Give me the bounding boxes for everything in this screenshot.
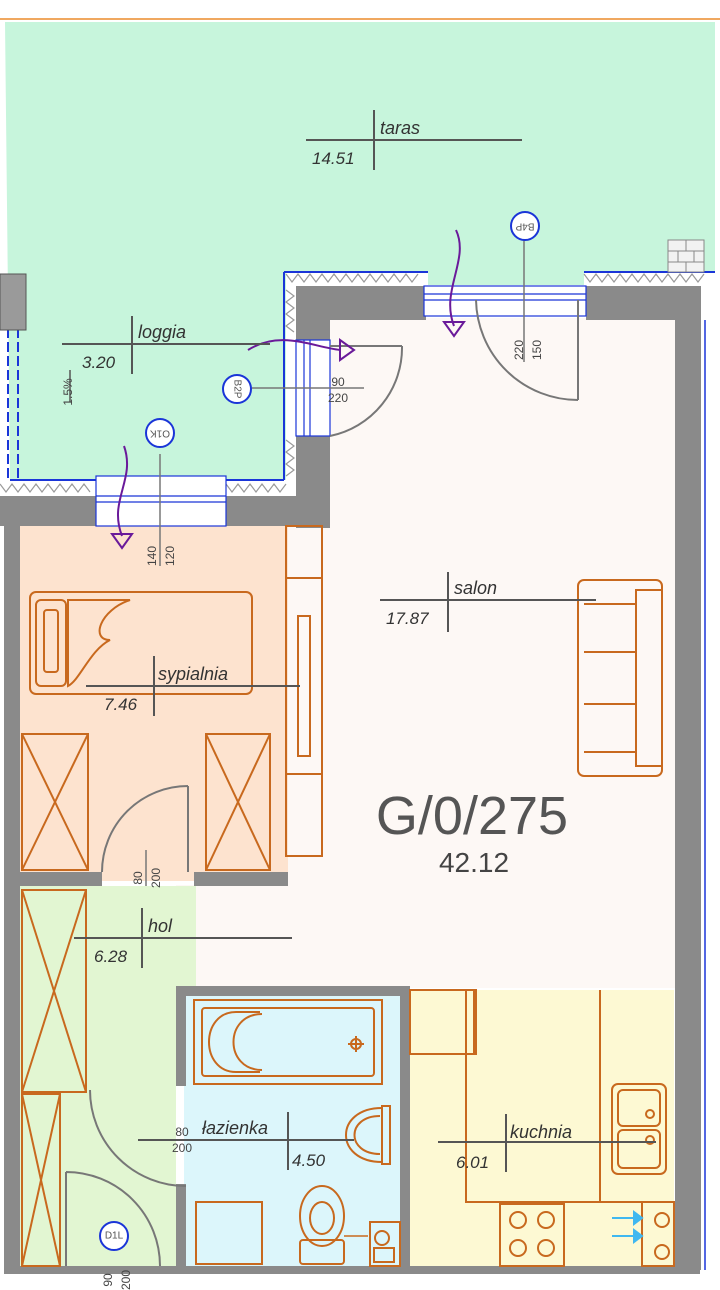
wall-bath-left-bottom bbox=[176, 1184, 186, 1270]
wall-bath-kitchen bbox=[400, 986, 410, 1270]
room-name-hol: hol bbox=[148, 916, 173, 936]
cooktop bbox=[499, 1203, 565, 1267]
room-name-sypialnia: sypialnia bbox=[158, 664, 228, 684]
arrow-sypialnia bbox=[117, 445, 129, 537]
wall-top-salon-b bbox=[586, 286, 701, 320]
walls bbox=[0, 286, 701, 1274]
bedroom-wardrobe-left bbox=[21, 733, 89, 871]
kitchen-counter bbox=[465, 990, 672, 1203]
room-name-loggia: loggia bbox=[138, 322, 186, 342]
insulation-top bbox=[285, 273, 419, 283]
tag-b4p-label: B4P bbox=[515, 220, 534, 231]
insulation-loggia-side bbox=[285, 289, 295, 477]
water-inlet bbox=[612, 1210, 644, 1244]
tag-d1l-label: D1L bbox=[105, 1231, 124, 1242]
door-swings bbox=[65, 299, 579, 1267]
slope-label: 1.5% bbox=[61, 378, 75, 406]
kitchen-fill bbox=[408, 990, 674, 1266]
hall-wardrobe bbox=[21, 889, 87, 1267]
toilet bbox=[299, 1185, 345, 1265]
room-area-lazienka: 4.50 bbox=[292, 1151, 326, 1170]
d-lazienka-width: 80 bbox=[175, 1125, 189, 1139]
b4p-width: 150 bbox=[530, 340, 544, 360]
room-name-kuchnia: kuchnia bbox=[510, 1122, 572, 1142]
opening-leaders bbox=[145, 240, 525, 886]
wall-bath-left-top bbox=[176, 986, 186, 1086]
wall-bed-bottom-left bbox=[20, 872, 102, 886]
tag-b4p bbox=[510, 211, 540, 241]
bathroom-sink bbox=[345, 1105, 391, 1165]
room-fills bbox=[5, 22, 715, 1268]
bathtub bbox=[193, 999, 383, 1085]
insulation-hatching bbox=[0, 273, 705, 493]
window-b4p-frame bbox=[423, 285, 587, 317]
room-area-kuchnia: 6.01 bbox=[456, 1153, 489, 1172]
room-name-salon: salon bbox=[454, 578, 497, 598]
window-o1k-frame bbox=[95, 475, 227, 527]
d1l-height: 200 bbox=[119, 1270, 133, 1290]
room-area-loggia: 3.20 bbox=[82, 353, 116, 372]
tag-o1k bbox=[145, 418, 175, 448]
bed bbox=[29, 591, 253, 695]
room-area-salon: 17.87 bbox=[386, 609, 429, 628]
room-area-taras: 14.51 bbox=[312, 149, 355, 168]
b4p-height: 220 bbox=[512, 340, 526, 360]
o1k-height: 120 bbox=[163, 546, 177, 566]
unit-id: G/0/275 bbox=[376, 786, 568, 846]
room-area-sypialnia: 7.46 bbox=[104, 695, 138, 714]
unit-total-area: 42.12 bbox=[439, 847, 509, 878]
balustrade-post bbox=[0, 273, 27, 331]
hall-fill bbox=[20, 886, 196, 1268]
tag-b2p bbox=[222, 374, 252, 404]
insulation-loggia-bottom bbox=[0, 483, 287, 493]
b2p-width: 90 bbox=[331, 375, 345, 389]
sofa bbox=[577, 579, 663, 777]
wall-salon-left-top bbox=[296, 286, 330, 340]
tv-cabinet bbox=[285, 525, 323, 857]
labels: B4P B2P O1K D1L taras 14.51 loggia 3.20 … bbox=[61, 118, 572, 1290]
insulation-top-right bbox=[583, 273, 705, 283]
salon-fill bbox=[176, 318, 675, 988]
tag-b2p-label: B2P bbox=[231, 380, 242, 399]
balustrades bbox=[0, 271, 715, 1270]
arrow-taras bbox=[449, 229, 461, 327]
wall-bed-bottom-right bbox=[194, 872, 288, 886]
room-name-lazienka: łazienka bbox=[202, 1118, 268, 1138]
wall-bed-top-right bbox=[226, 496, 330, 526]
d-sypialnia-width: 80 bbox=[131, 871, 145, 885]
wall-right bbox=[675, 300, 701, 1270]
door-b2p-swing bbox=[329, 345, 404, 437]
kitchen-appliance bbox=[641, 1201, 675, 1267]
kitchen-sink bbox=[611, 1083, 667, 1175]
wall-bottom bbox=[4, 1266, 700, 1274]
room-area-hol: 6.28 bbox=[94, 947, 128, 966]
label-leaders bbox=[62, 110, 656, 1172]
o1k-width: 140 bbox=[145, 546, 159, 566]
door-sypialnia-swing bbox=[101, 785, 189, 873]
boiler bbox=[369, 1221, 401, 1267]
wall-bed-top-left bbox=[0, 496, 96, 526]
door-d1l-swing bbox=[65, 1171, 161, 1267]
brick-detail bbox=[667, 239, 705, 273]
room-name-taras: taras bbox=[380, 118, 420, 138]
terrace-fill bbox=[5, 22, 715, 480]
d-sypialnia-height: 200 bbox=[149, 868, 163, 888]
wall-left bbox=[4, 526, 20, 1270]
d1l-width: 90 bbox=[101, 1273, 115, 1287]
bedroom-wardrobe-right bbox=[205, 733, 271, 871]
door-b4p-swing bbox=[475, 299, 579, 401]
furniture bbox=[21, 525, 675, 1267]
wall-bath-top bbox=[176, 986, 408, 996]
b2p-height: 220 bbox=[328, 391, 348, 405]
washing-machine bbox=[195, 1201, 263, 1265]
opening-tags bbox=[99, 211, 540, 1251]
door-lazienka-swing bbox=[89, 1089, 187, 1187]
bathroom-fill bbox=[184, 996, 400, 1266]
tag-d1l bbox=[99, 1221, 129, 1251]
d-lazienka-height: 200 bbox=[172, 1141, 192, 1155]
tag-o1k-label: O1K bbox=[150, 427, 170, 438]
